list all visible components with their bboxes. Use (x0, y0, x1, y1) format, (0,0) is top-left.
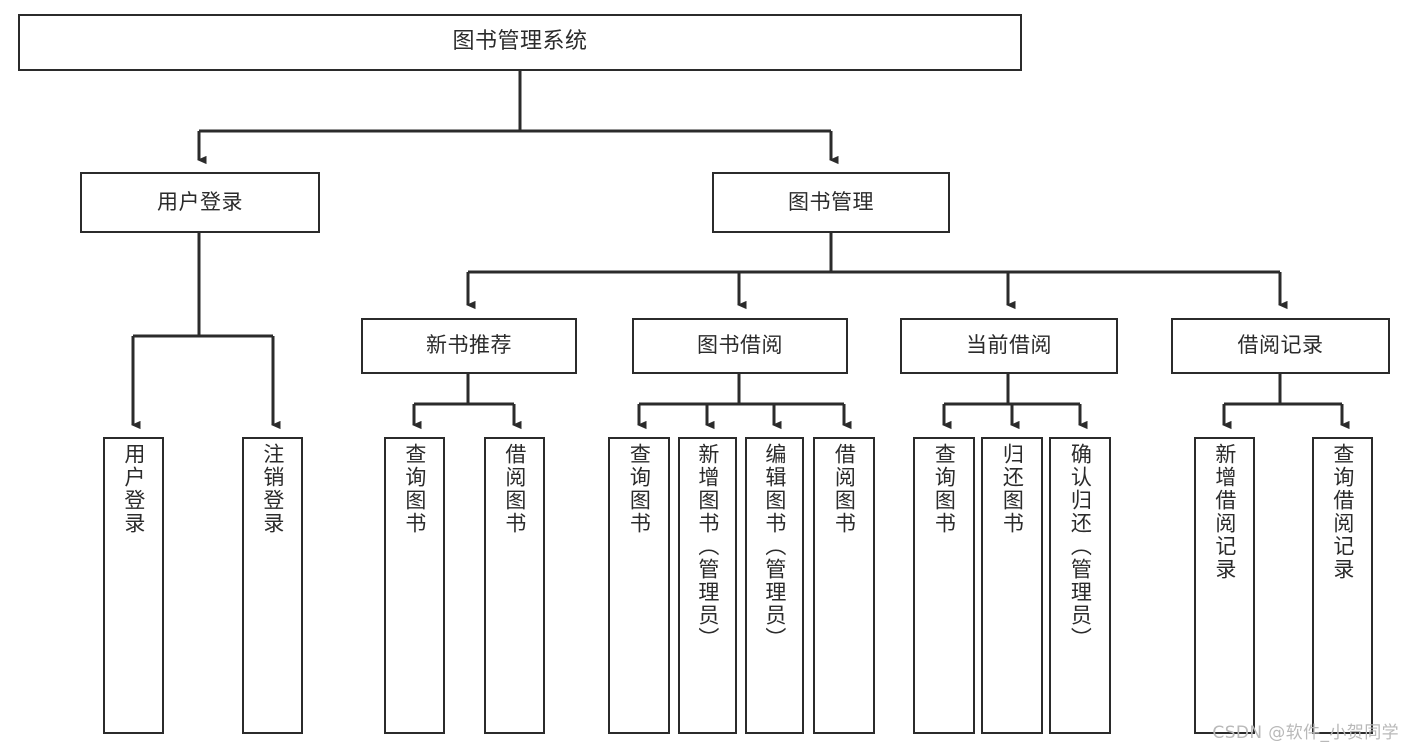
node-new-book-recommend-label: 新书推荐 (426, 333, 512, 358)
node-book-borrow[interactable]: 图书借阅 (632, 318, 848, 374)
leaf-record-add-borrow-record-label: 新增借阅记录 (1212, 443, 1237, 581)
leaf-recommend-query-book[interactable]: 查询图书 (384, 437, 445, 734)
node-new-book-recommend[interactable]: 新书推荐 (361, 318, 577, 374)
leaf-recommend-query-book-label: 查询图书 (402, 443, 427, 535)
leaf-logout-login-label: 注销登录 (260, 443, 285, 535)
leaf-borrow-query-book-label: 查询图书 (627, 443, 652, 535)
node-current-borrow-label: 当前借阅 (966, 333, 1052, 358)
leaf-borrow-query-book[interactable]: 查询图书 (608, 437, 670, 734)
node-book-management-label: 图书管理 (788, 189, 874, 214)
leaf-recommend-borrow-book[interactable]: 借阅图书 (484, 437, 545, 734)
node-root-system[interactable]: 图书管理系统 (18, 14, 1022, 71)
leaf-borrow-edit-book-admin-label: 编辑图书（管理员） (762, 443, 787, 650)
node-book-management[interactable]: 图书管理 (712, 172, 950, 233)
leaf-user-login-label: 用户登录 (121, 443, 146, 535)
leaf-borrow-add-book-admin[interactable]: 新增图书（管理员） (678, 437, 737, 734)
leaf-borrow-add-book-admin-label: 新增图书（管理员） (695, 443, 720, 650)
leaf-record-query-borrow-record[interactable]: 查询借阅记录 (1312, 437, 1373, 734)
node-user-login[interactable]: 用户登录 (80, 172, 320, 233)
node-user-login-label: 用户登录 (157, 189, 243, 214)
leaf-recommend-borrow-book-label: 借阅图书 (502, 443, 527, 535)
watermark-text: CSDN @软件_小贺同学 (1212, 723, 1399, 743)
leaf-record-add-borrow-record[interactable]: 新增借阅记录 (1194, 437, 1255, 734)
node-borrow-record-label: 借阅记录 (1237, 333, 1324, 358)
leaf-current-confirm-return-admin-label: 确认归还（管理员） (1068, 443, 1093, 650)
leaf-current-return-book[interactable]: 归还图书 (981, 437, 1043, 734)
leaf-borrow-borrow-book[interactable]: 借阅图书 (813, 437, 875, 734)
leaf-current-confirm-return-admin[interactable]: 确认归还（管理员） (1049, 437, 1111, 734)
leaf-borrow-edit-book-admin[interactable]: 编辑图书（管理员） (745, 437, 804, 734)
leaf-current-query-book-label: 查询图书 (932, 443, 957, 535)
node-borrow-record[interactable]: 借阅记录 (1171, 318, 1390, 374)
node-current-borrow[interactable]: 当前借阅 (900, 318, 1118, 374)
leaf-user-login[interactable]: 用户登录 (103, 437, 164, 734)
node-root-label: 图书管理系统 (452, 29, 588, 55)
leaf-borrow-borrow-book-label: 借阅图书 (832, 443, 857, 535)
node-book-borrow-label: 图书借阅 (697, 333, 783, 358)
leaf-current-return-book-label: 归还图书 (1000, 443, 1025, 535)
leaf-record-query-borrow-record-label: 查询借阅记录 (1330, 443, 1355, 581)
leaf-current-query-book[interactable]: 查询图书 (913, 437, 975, 734)
leaf-logout-login[interactable]: 注销登录 (242, 437, 303, 734)
